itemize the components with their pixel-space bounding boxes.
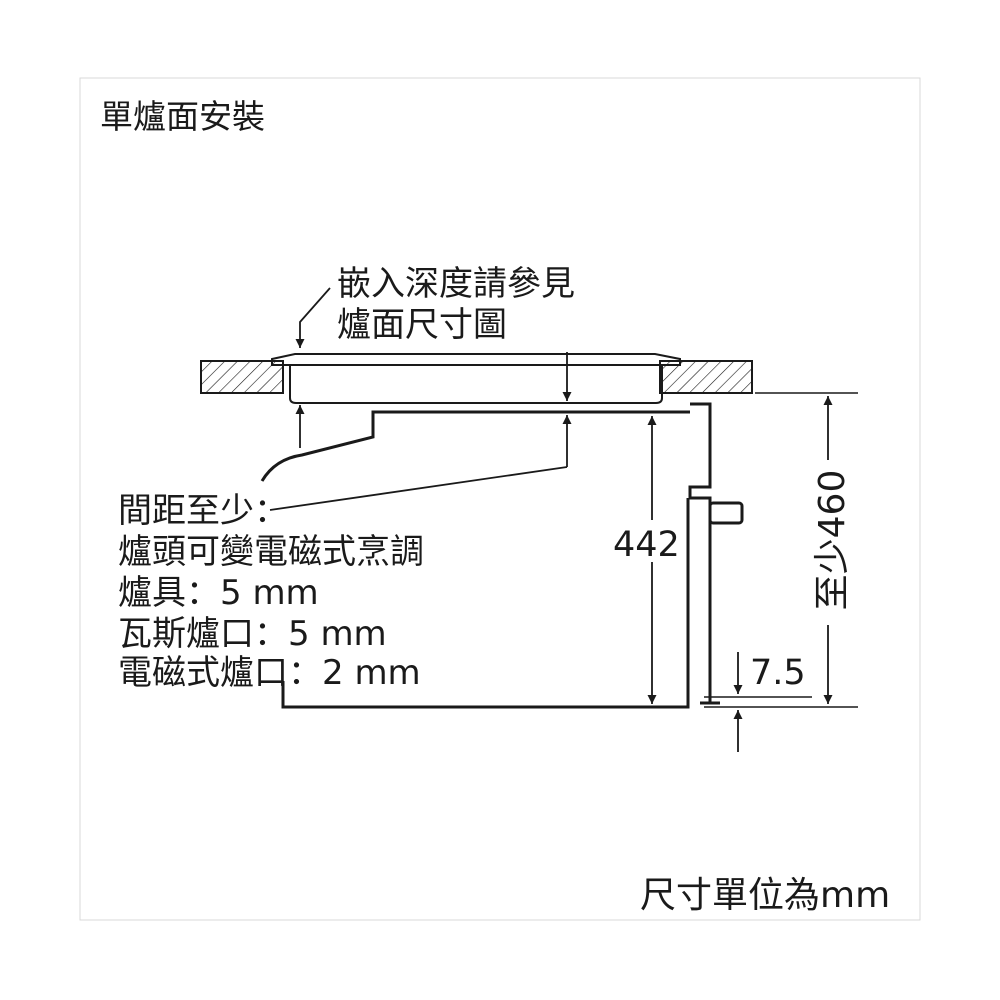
clearance-note-line: 電磁式爐口：2 mm [118,653,421,693]
unit-note: 尺寸單位為mm [640,875,891,916]
page-title: 單爐面安裝 [100,97,265,136]
worktop-right [659,360,753,394]
oven-body [260,402,744,709]
clearance-note-line: 瓦斯爐口：5 mm [118,614,387,654]
clearance-note-line: 爐頭可變電磁式烹調 [118,532,424,572]
hob [271,353,681,404]
bottom-offset-label: 7.5 [750,653,806,693]
embed-depth-callout-line1: 嵌入深度請參見 [337,264,575,304]
embed-depth-leader [295,287,331,348]
min-height-label: 至少460 [812,469,853,611]
clearance-note-line: 間距至少： [118,491,288,531]
oven-height-label: 442 [613,525,680,565]
extension-lines [704,392,858,708]
worktop-left [200,360,284,394]
embed-depth-callout-line2: 爐面尺寸圖 [337,305,507,345]
outer-frame [79,77,921,921]
clearance-note-line: 爐具：5 mm [118,573,319,613]
clearance-arrows [269,352,572,511]
